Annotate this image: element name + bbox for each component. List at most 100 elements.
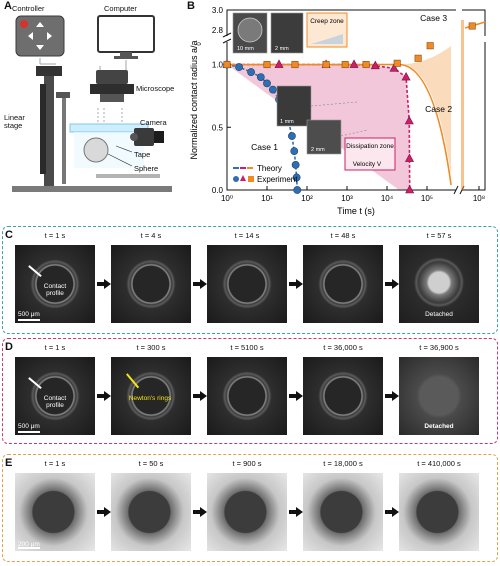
case1-point bbox=[256, 73, 265, 81]
frame-time-label: t = 410,000 s bbox=[417, 459, 461, 468]
case2-point bbox=[349, 59, 359, 68]
photo-frame bbox=[15, 473, 95, 551]
photo-frame bbox=[207, 245, 287, 323]
x-tick-label: 10⁸ bbox=[473, 194, 485, 203]
label-controller: Controller bbox=[12, 4, 45, 13]
panel-letter-b: B bbox=[187, 0, 195, 12]
creep-zone-label: Creep zone bbox=[310, 18, 344, 25]
y-break-mark-1 bbox=[222, 32, 232, 38]
case3-point bbox=[426, 42, 434, 50]
chart-frame bbox=[226, 9, 486, 191]
case3-point bbox=[223, 61, 231, 69]
frame-time-label: t = 1 s bbox=[44, 343, 66, 352]
camera-icon bbox=[130, 128, 164, 146]
label-microscope: Microscope bbox=[136, 84, 175, 93]
x-tick-label: 10⁴ bbox=[381, 194, 394, 203]
x-tick-label: 10² bbox=[301, 194, 313, 203]
frame-time-label: t = 36,900 s bbox=[419, 343, 459, 352]
photo-frame bbox=[15, 357, 95, 435]
frame-time-label: t = 18,000 s bbox=[323, 459, 363, 468]
inset-peel-photo bbox=[306, 119, 342, 155]
linear-stage-icon bbox=[36, 66, 70, 186]
x-break-mark-1 bbox=[453, 185, 459, 195]
case2-label: Case 2 bbox=[425, 104, 452, 114]
sequence-arrow-icon bbox=[97, 507, 111, 517]
sequence-arrow-icon bbox=[289, 507, 303, 517]
photo-frame bbox=[303, 357, 383, 435]
y-break-gap bbox=[223, 36, 489, 42]
y-tick-label: 1.0 bbox=[212, 61, 224, 70]
photo-frame bbox=[207, 473, 287, 551]
photo-frame bbox=[207, 357, 287, 435]
inset-scale-10mm: 10 mm bbox=[237, 46, 254, 52]
scale-bar-label: 200 μm bbox=[18, 541, 40, 548]
panel-letter-c: C bbox=[5, 229, 13, 241]
sequence-arrow-icon bbox=[289, 391, 303, 401]
base-plate bbox=[12, 186, 172, 192]
microscope-icon bbox=[90, 70, 134, 102]
case3-label: Case 3 bbox=[420, 13, 447, 23]
y-tick-label: 0.0 bbox=[212, 186, 224, 195]
case1-point bbox=[247, 68, 255, 76]
x-tick-label: 10⁰ bbox=[221, 194, 233, 203]
inset-connector-2 bbox=[340, 129, 368, 137]
inset-scale-2mm-b: 2 mm bbox=[311, 147, 325, 153]
x-tick-label: 10¹ bbox=[261, 194, 273, 203]
label-linear-stage: Linear stage bbox=[4, 113, 25, 131]
photo-frame bbox=[303, 245, 383, 323]
case3-shaded-band bbox=[397, 45, 452, 176]
case3-point bbox=[322, 61, 330, 69]
legend-experiment-label: Experiment bbox=[257, 175, 298, 184]
frame-time-label: t = 48 s bbox=[330, 231, 356, 240]
case3-point bbox=[263, 61, 271, 69]
frame-time-label: t = 57 s bbox=[426, 231, 452, 240]
frame-time-label: t = 300 s bbox=[136, 343, 166, 352]
case2-point bbox=[404, 115, 414, 125]
scale-bar-line bbox=[18, 547, 40, 549]
frame-time-label: t = 4 s bbox=[140, 231, 162, 240]
legend-exp-square bbox=[248, 176, 254, 182]
case3-point bbox=[341, 61, 349, 69]
frame-time-label: t = 36,000 s bbox=[323, 343, 363, 352]
sequence-arrow-icon bbox=[289, 279, 303, 289]
scale-bar-label: 500 μm bbox=[18, 423, 40, 430]
case3-point bbox=[291, 61, 299, 69]
frame-time-label: t = 1 s bbox=[44, 231, 66, 240]
inset-dome-photo bbox=[276, 85, 312, 127]
label-camera: Camera bbox=[140, 118, 167, 127]
case1-point bbox=[235, 63, 243, 71]
inset-dissipation-zone-box bbox=[344, 137, 396, 171]
x-axis-label: Time t (s) bbox=[337, 206, 375, 216]
panel-letter-e: E bbox=[5, 457, 13, 469]
frame-time-label: t = 1 s bbox=[44, 459, 66, 468]
y-tick-label: 0.5 bbox=[212, 123, 224, 132]
sphere-icon bbox=[83, 137, 109, 163]
inset-sphere-shape bbox=[237, 17, 263, 43]
detached-label: Detached bbox=[425, 311, 453, 318]
label-tape: Tape bbox=[134, 150, 151, 159]
panel-a-setup-schematic: A bbox=[0, 0, 182, 200]
sequence-arrow-icon bbox=[97, 391, 111, 401]
case2-point bbox=[401, 71, 411, 81]
contact-profile-label: Contact profile bbox=[43, 283, 67, 298]
sequence-arrow-icon bbox=[193, 391, 207, 401]
sequence-arrow-icon bbox=[97, 279, 111, 289]
computer-icon bbox=[97, 15, 155, 59]
contact-profile-label: Contact profile bbox=[43, 395, 67, 410]
case2-point bbox=[274, 59, 284, 68]
detached-label: Detached bbox=[424, 423, 454, 430]
photo-frame bbox=[303, 473, 383, 551]
y-axis-label-subscript: 0 bbox=[197, 42, 203, 46]
photo-frame bbox=[399, 245, 479, 323]
photo-frame bbox=[399, 357, 479, 435]
sequence-arrow-icon bbox=[193, 507, 207, 517]
photo-frame bbox=[111, 473, 191, 551]
